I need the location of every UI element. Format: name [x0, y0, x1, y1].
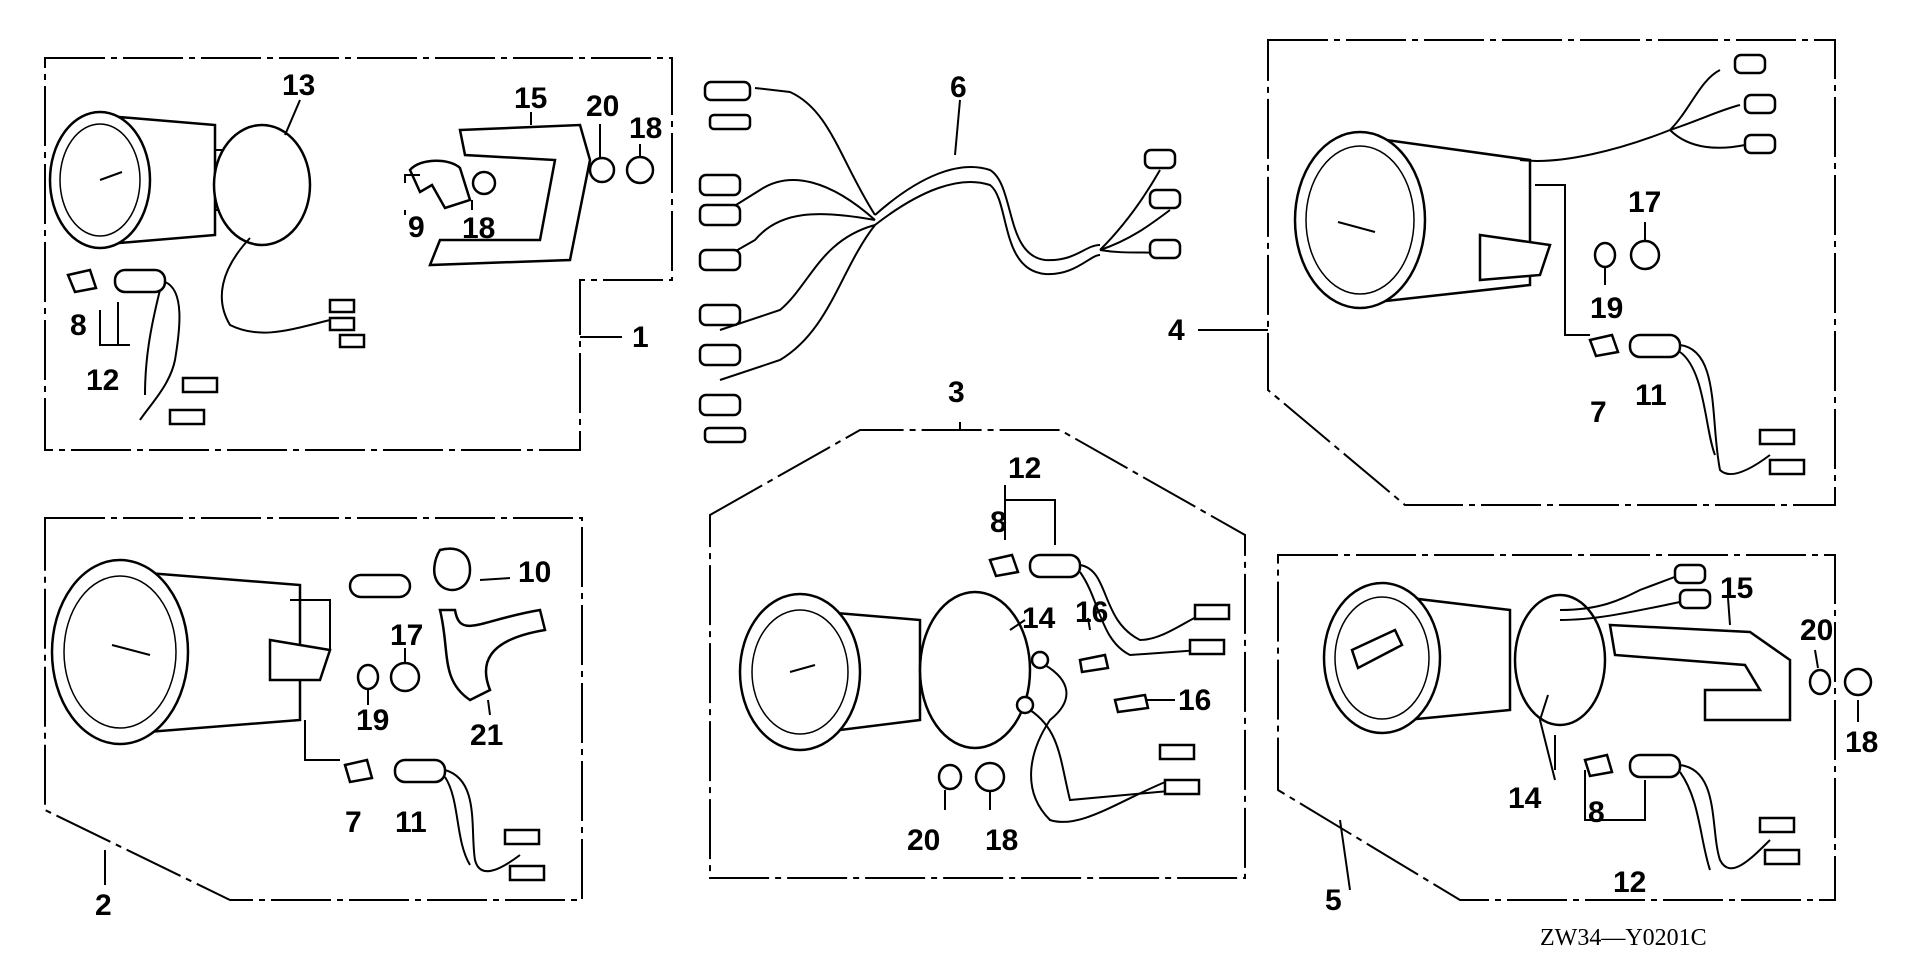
callout-8: 8	[70, 309, 87, 342]
callout-7: 7	[345, 806, 362, 839]
group-5-retaining-ring-14	[1513, 593, 1607, 727]
callout-20: 20	[907, 824, 940, 857]
group-5-gauge	[1322, 581, 1512, 735]
callout-16: 16	[1178, 684, 1211, 717]
callout-10: 10	[518, 556, 551, 589]
group-5-boundary	[1277, 554, 1836, 901]
drawing-code: ZW34—Y0201C	[1540, 925, 1707, 951]
group-4-label: 4	[1168, 314, 1185, 347]
callout-19: 19	[356, 704, 389, 737]
group-1-nut-18	[625, 155, 655, 185]
main-wire-harness-6: 6	[698, 71, 1182, 444]
group-2-washer-19	[356, 663, 380, 691]
group-4-bulb-7	[1588, 333, 1620, 358]
group-4-washer-19	[1593, 241, 1617, 269]
group-3-label: 3	[948, 376, 965, 409]
callout-7: 7	[1590, 396, 1607, 429]
group-3-gauge	[738, 592, 922, 752]
group-2-socket-11	[393, 758, 447, 784]
group-5-meter-assembly: 5 15 20 18 14 8 12	[1277, 554, 1878, 917]
group-3-bulb-8	[988, 553, 1020, 578]
callout-12: 12	[1008, 452, 1041, 485]
callout-18: 18	[629, 112, 662, 145]
group-5-nut-18	[1843, 667, 1873, 697]
group-2-clamp-10	[433, 547, 472, 592]
group-4-boundary	[1267, 39, 1836, 506]
group-2-nut-17	[389, 661, 421, 693]
callout-11: 11	[395, 806, 427, 839]
callout-21: 21	[470, 719, 503, 752]
group-2-tube	[348, 573, 412, 599]
callout-17: 17	[1628, 186, 1661, 219]
group-1-socket-12	[113, 268, 167, 294]
group-1-washer-18a	[471, 170, 497, 196]
group-1-gauge	[48, 110, 240, 250]
group-3-screw-16b	[1113, 693, 1150, 714]
callout-17: 17	[390, 619, 423, 652]
group-1-label: 1	[632, 321, 649, 354]
callout-14: 14	[1508, 782, 1542, 815]
callout-14: 14	[1022, 602, 1056, 635]
callout-13: 13	[282, 69, 315, 102]
callout-20: 20	[1800, 614, 1833, 647]
callout-20: 20	[586, 90, 619, 123]
group-1-bracket-15	[428, 123, 592, 267]
group-2-label: 2	[95, 889, 112, 922]
harness-trunk	[874, 166, 1101, 262]
group-3-meter-assembly: 3 12 8 14 16 16 20 18	[709, 376, 1246, 879]
group-1-retaining-ring-13	[212, 123, 312, 247]
group-5-washer-20	[1808, 668, 1832, 696]
group-4-meter-assembly: 4 17 19 7 11	[1168, 39, 1836, 506]
group-5-bracket-15	[1608, 623, 1792, 722]
group-3-retaining-ring-14	[918, 590, 1032, 750]
group-4-socket-11	[1628, 333, 1682, 359]
group-3-nut-18	[974, 761, 1006, 793]
callout-8: 8	[1588, 796, 1605, 829]
group-3-socket-12	[1028, 553, 1082, 579]
group-1-bulb-8	[66, 268, 98, 294]
group-5-bulb-8	[1583, 753, 1614, 778]
callout-16: 16	[1075, 596, 1108, 629]
group-1-gauge-wires	[220, 237, 331, 334]
group-4-wires	[1519, 69, 1721, 162]
group-4-gauge	[1293, 130, 1552, 310]
group-4-nut-17	[1629, 239, 1661, 271]
group-1-meter-assembly: 1 13 15 20 18 9 18 8 12	[44, 57, 673, 451]
group-5-socket-12	[1628, 753, 1682, 779]
callout-18: 18	[462, 212, 495, 245]
group-2-meter-assembly: 2 10 17 19 21 7 11	[44, 517, 583, 922]
group-5-wires	[1559, 574, 1681, 611]
callout-12: 12	[1613, 866, 1646, 899]
callout-9: 9	[408, 211, 425, 244]
callout-6: 6	[950, 71, 967, 104]
group-3-boundary	[709, 429, 1246, 879]
callout-18: 18	[985, 824, 1018, 857]
callout-12: 12	[86, 364, 119, 397]
callout-11: 11	[1635, 379, 1667, 412]
group-1-washer-20	[588, 156, 616, 184]
group-3-washer-20	[937, 763, 963, 791]
callout-19: 19	[1590, 292, 1623, 325]
callout-15: 15	[514, 82, 547, 115]
group-2-boundary	[44, 517, 583, 901]
group-2-hose-21	[438, 608, 547, 702]
group-2-gauge	[50, 558, 332, 746]
callout-8: 8	[990, 506, 1007, 539]
group-1-clip-9	[408, 159, 472, 210]
group-2-bulb-7	[343, 758, 374, 784]
group-5-label: 5	[1325, 884, 1342, 917]
group-1-boundary	[44, 57, 673, 451]
callout-18: 18	[1845, 726, 1878, 759]
callout-15: 15	[1720, 572, 1753, 605]
group-3-screw-16a	[1078, 653, 1110, 674]
